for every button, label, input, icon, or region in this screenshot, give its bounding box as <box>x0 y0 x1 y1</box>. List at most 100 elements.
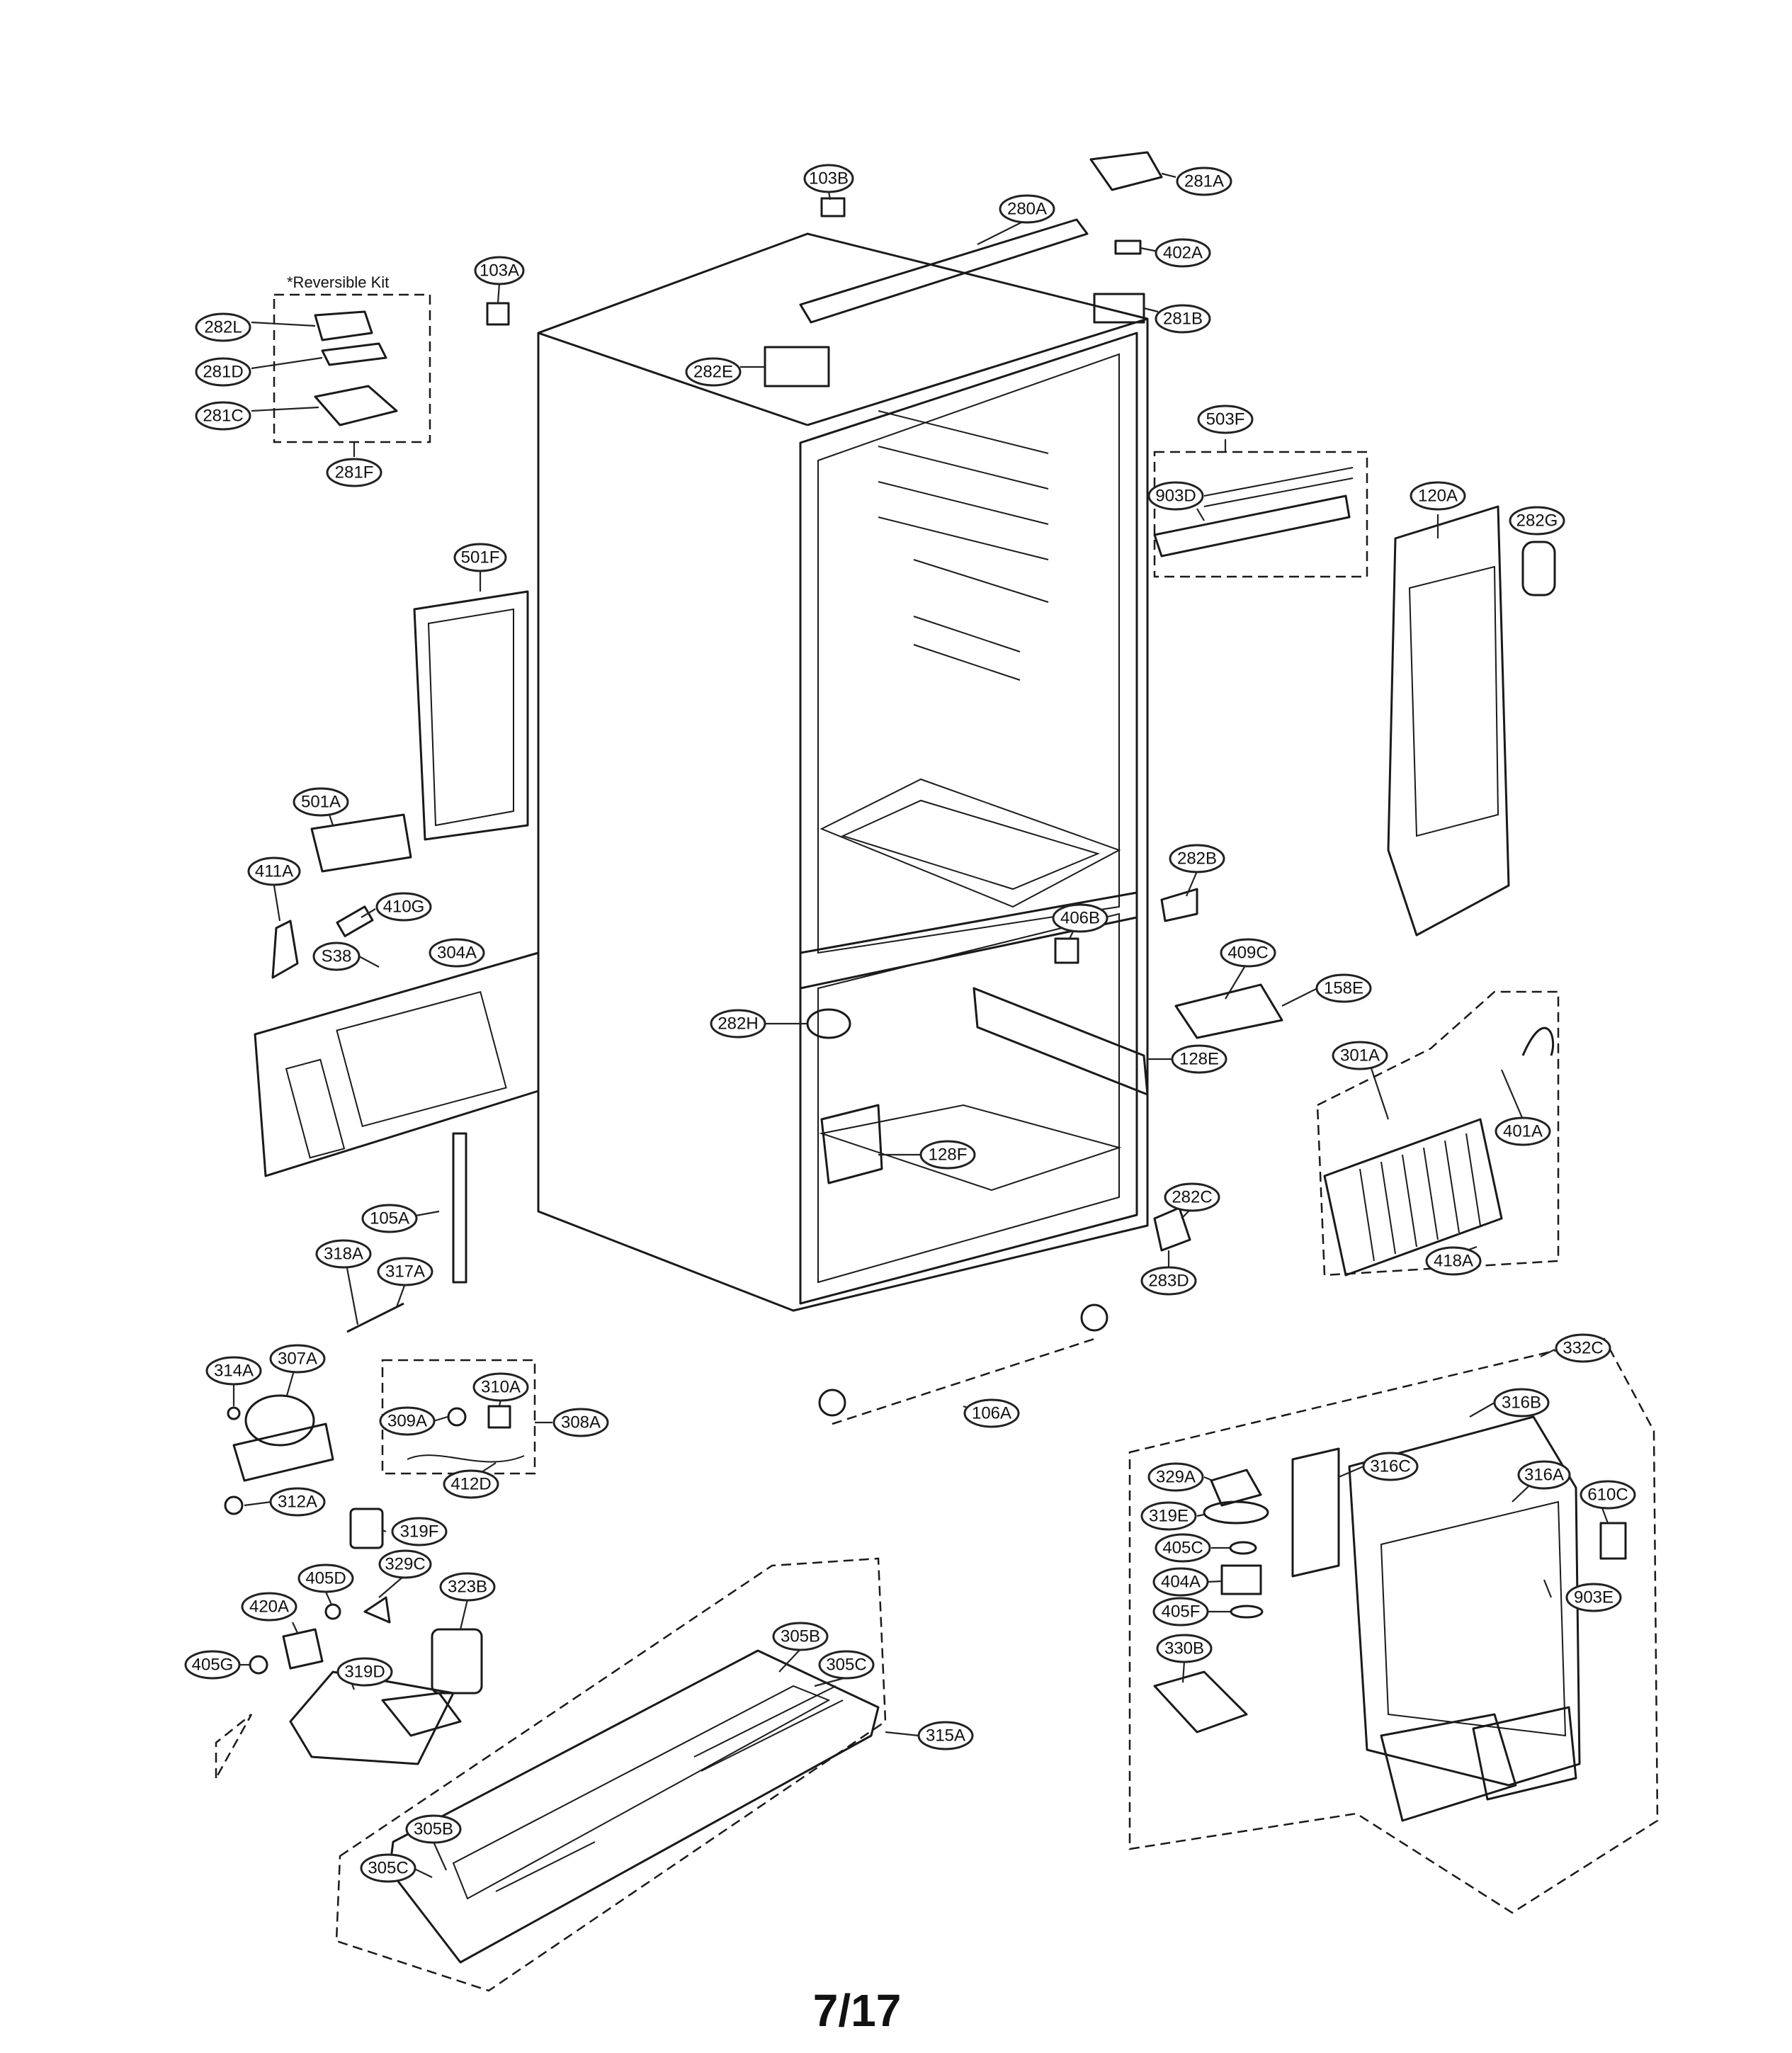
svg-text:309A: 309A <box>387 1412 427 1431</box>
panel-501F <box>413 590 529 841</box>
svg-text:411A: 411A <box>255 862 293 881</box>
svg-text:305B: 305B <box>781 1627 820 1646</box>
callout-305B-top: 305B <box>772 1622 829 1651</box>
svg-text:418A: 418A <box>1434 1252 1473 1271</box>
svg-text:281A: 281A <box>1184 172 1224 191</box>
svg-text:307A: 307A <box>278 1350 317 1369</box>
callout-281C: 281C <box>195 401 251 431</box>
cover-304A <box>254 951 540 1177</box>
callout-316A: 316A <box>1517 1460 1571 1490</box>
callout-319D: 319D <box>336 1657 393 1687</box>
callout-406B: 406B <box>1052 903 1108 933</box>
svg-text:405F: 405F <box>1162 1602 1201 1622</box>
callout-401A: 401A <box>1495 1116 1551 1146</box>
leader-lines <box>232 172 1609 1878</box>
fan-motor-319D <box>215 1628 483 1782</box>
svg-text:404A: 404A <box>1161 1573 1201 1592</box>
svg-text:282C: 282C <box>1172 1188 1212 1207</box>
svg-text:319D: 319D <box>344 1663 385 1682</box>
callout-308A: 308A <box>552 1408 609 1437</box>
callout-307A: 307A <box>269 1344 326 1374</box>
callout-282E: 282E <box>685 357 742 387</box>
svg-text:106A: 106A <box>972 1404 1011 1423</box>
callout-319E: 319E <box>1140 1501 1197 1531</box>
svg-text:329A: 329A <box>1156 1468 1196 1487</box>
callout-402A: 402A <box>1155 238 1211 268</box>
svg-text:401A: 401A <box>1503 1122 1543 1141</box>
callout-411A: 411A <box>247 856 301 886</box>
callouts: 103B 281A 280A 402A 103A 281B 282L 281D … <box>184 164 1636 1883</box>
callout-305C-top: 305C <box>818 1650 875 1680</box>
svg-text:308A: 308A <box>561 1413 601 1432</box>
callout-282C: 282C <box>1164 1182 1220 1212</box>
svg-text:501F: 501F <box>461 548 500 567</box>
svg-text:S38: S38 <box>322 947 352 966</box>
callout-281A: 281A <box>1176 166 1232 196</box>
callout-409C: 409C <box>1220 938 1276 968</box>
callout-332C: 332C <box>1555 1333 1611 1363</box>
callout-316B: 316B <box>1493 1388 1550 1418</box>
callout-501A: 501A <box>293 787 349 817</box>
svg-text:305B: 305B <box>414 1820 453 1839</box>
svg-text:318A: 318A <box>324 1245 363 1264</box>
callout-329C: 329C <box>378 1549 432 1579</box>
callout-405G: 405G <box>184 1650 241 1680</box>
svg-text:319E: 319E <box>1149 1507 1189 1526</box>
callout-323B: 323B <box>439 1572 496 1602</box>
svg-text:329C: 329C <box>385 1555 425 1574</box>
evaporator-418A <box>1316 990 1560 1277</box>
compressor-307A <box>232 1394 334 1482</box>
svg-text:903D: 903D <box>1155 487 1196 506</box>
callout-309A: 309A <box>379 1406 436 1436</box>
svg-text:316B: 316B <box>1502 1393 1541 1413</box>
callout-318A: 318A <box>315 1239 372 1269</box>
callout-120A: 120A <box>1410 481 1466 511</box>
svg-text:103A: 103A <box>480 261 519 281</box>
svg-text:281B: 281B <box>1163 310 1203 329</box>
callout-418A: 418A <box>1425 1246 1482 1276</box>
svg-text:903E: 903E <box>1574 1588 1614 1607</box>
svg-text:312A: 312A <box>278 1493 317 1512</box>
callout-304A: 304A <box>429 938 485 968</box>
svg-text:409C: 409C <box>1227 944 1268 963</box>
callout-610C: 610C <box>1580 1480 1636 1510</box>
callout-158E: 158E <box>1315 973 1372 1003</box>
svg-text:128F: 128F <box>929 1146 968 1165</box>
svg-text:304A: 304A <box>437 944 477 963</box>
svg-text:405G: 405G <box>192 1656 234 1675</box>
svg-text:410G: 410G <box>383 898 425 917</box>
callout-314A: 314A <box>205 1356 262 1386</box>
callout-282G: 282G <box>1509 506 1565 536</box>
callout-310A: 310A <box>472 1372 529 1402</box>
callout-305C-bottom: 305C <box>360 1853 416 1883</box>
callout-S38: S38 <box>312 941 361 971</box>
callout-281F: 281F <box>326 458 382 487</box>
svg-text:282B: 282B <box>1177 849 1217 869</box>
callout-330B: 330B <box>1156 1634 1213 1663</box>
callout-281B: 281B <box>1155 304 1211 334</box>
evaporator-fins <box>1359 1133 1481 1262</box>
callout-103B: 103B <box>803 164 854 193</box>
callout-312A: 312A <box>269 1487 326 1517</box>
callout-316C: 316C <box>1362 1452 1419 1481</box>
svg-text:310A: 310A <box>481 1378 521 1397</box>
callout-305B-bottom: 305B <box>405 1814 462 1844</box>
reversible-kit: *Reversible Kit <box>273 273 431 443</box>
vent-slots <box>495 1685 844 1892</box>
callout-410G: 410G <box>375 892 432 922</box>
callout-105A: 105A <box>361 1204 418 1233</box>
svg-text:316C: 316C <box>1370 1457 1410 1476</box>
callout-128E: 128E <box>1171 1044 1227 1074</box>
small-parts <box>224 151 1627 1734</box>
duct-120A <box>1387 505 1556 937</box>
svg-text:281C: 281C <box>203 407 243 426</box>
svg-text:158E: 158E <box>1324 979 1363 998</box>
svg-text:105A: 105A <box>370 1209 409 1228</box>
callout-317A: 317A <box>377 1257 433 1286</box>
svg-text:406B: 406B <box>1060 909 1100 928</box>
svg-text:282L: 282L <box>204 318 242 337</box>
page-number: 7/17 <box>813 1985 902 2036</box>
callout-405C: 405C <box>1155 1533 1211 1563</box>
svg-text:317A: 317A <box>385 1262 425 1282</box>
